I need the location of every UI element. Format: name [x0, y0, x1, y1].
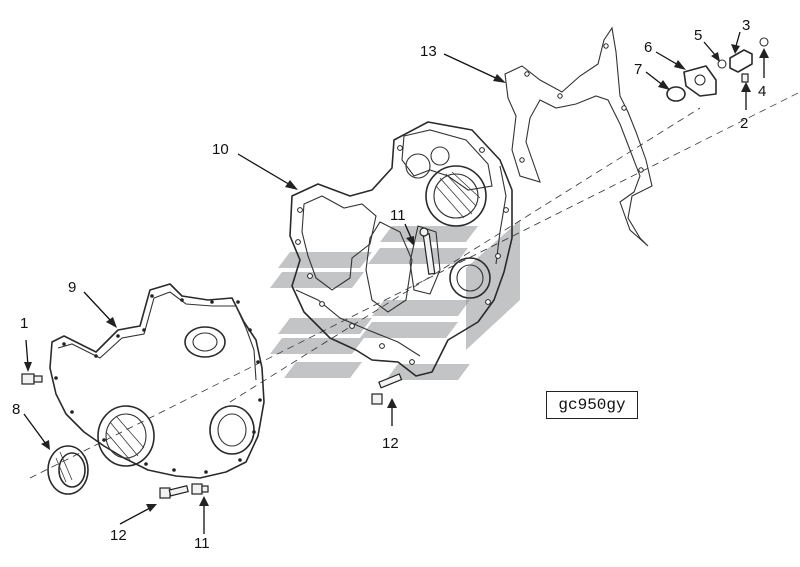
housing-part-6	[683, 65, 717, 97]
front-cover	[49, 283, 265, 479]
accessory-drive-parts	[666, 37, 769, 102]
callout-11-upper: 11	[390, 207, 406, 224]
gear-housing	[289, 121, 513, 377]
callout-12-right: 12	[382, 435, 399, 452]
assembly-axes	[29, 91, 800, 479]
capscrew-part-12-right	[371, 373, 403, 405]
capscrew-part-12-lower	[159, 485, 189, 499]
diagram-code-label: gc950gy	[546, 391, 638, 419]
callout-labels: 1 2 3 4 5 6 7 8 9 10 11 11 12 12 13	[12, 17, 766, 552]
callout-11-lower: 11	[194, 535, 210, 552]
callout-5: 5	[694, 27, 702, 44]
gear-housing-gasket	[504, 26, 653, 247]
fitting-part-3	[729, 49, 753, 73]
callout-4: 4	[758, 83, 766, 100]
seal-part-4	[759, 37, 769, 47]
callout-13: 13	[420, 43, 437, 60]
callout-8: 8	[12, 401, 20, 418]
capscrew-part-11-lower	[191, 483, 209, 495]
callout-6: 6	[644, 39, 652, 56]
front-crankshaft-seal	[47, 445, 89, 495]
capscrew-part-1	[21, 373, 43, 385]
washer-part-5	[717, 59, 727, 69]
callout-1: 1	[20, 315, 28, 332]
callout-2: 2	[740, 115, 748, 132]
screw-part-2	[741, 73, 749, 83]
watermark-logo	[270, 220, 520, 380]
leader-lines	[23, 31, 769, 534]
callout-12-left: 12	[110, 527, 127, 544]
callout-10: 10	[212, 141, 229, 158]
front-cover-bolt-holes	[54, 294, 262, 474]
callout-7: 7	[634, 61, 642, 78]
callout-9: 9	[68, 279, 76, 296]
callout-3: 3	[742, 17, 750, 34]
o-ring-part-7	[666, 86, 686, 102]
